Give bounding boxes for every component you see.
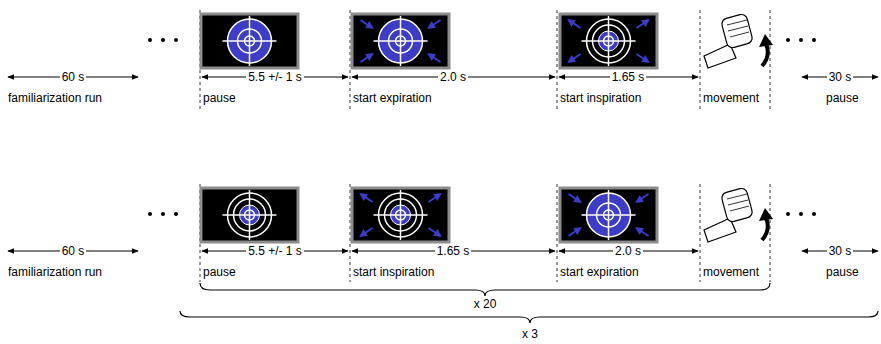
time-span: 5.5 +/- 1 s [246,244,304,258]
time-span: 5.5 +/- 1 s [246,70,304,84]
time-span: 2.0 s [438,70,468,84]
time-span: 60 s [60,244,87,258]
duration-arrows [8,77,878,251]
repeat-count: x 20 [474,297,497,311]
phase-label: pause [826,91,859,105]
time-span: 30 s [827,244,854,258]
time-span: 2.0 s [613,244,643,258]
time-span: 1.65 s [610,70,647,84]
repeat-braces [180,283,878,323]
time-span: 30 s [827,70,854,84]
phase-label: pause [826,265,859,279]
screen-expiration-row [201,13,773,68]
time-span: 60 s [60,70,87,84]
phase-label: start inspiration [560,91,641,105]
phase-label: start inspiration [353,265,434,279]
repeat-count: x 3 [522,327,538,341]
phase-label: familiarization run [8,265,102,279]
time-span: 1.65 s [435,244,472,258]
phase-label: movement [703,91,759,105]
phase-dividers [200,10,770,282]
phase-label: pause [203,265,236,279]
screen-inspiration-row [201,187,773,242]
phase-label: start expiration [560,265,639,279]
phase-label: familiarization run [8,91,102,105]
phase-label: start expiration [353,91,432,105]
phase-label: movement [703,265,759,279]
phase-label: pause [203,91,236,105]
